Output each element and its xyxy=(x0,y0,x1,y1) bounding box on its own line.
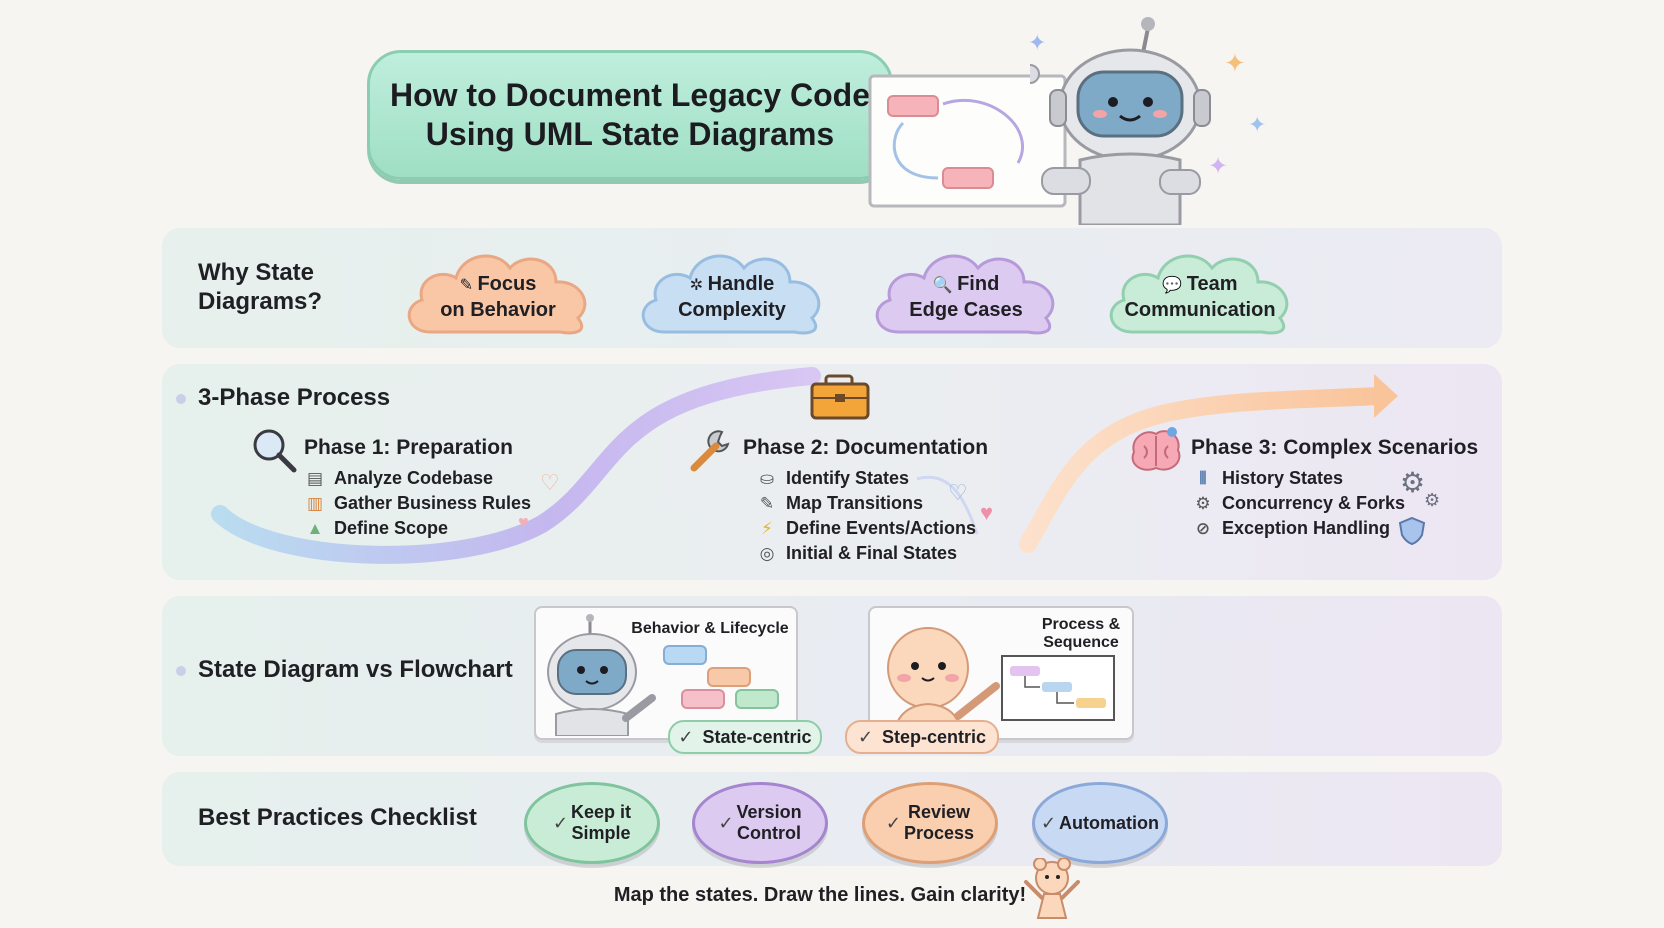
phase1-list: ▤Analyze Codebase ▥Gather Business Rules… xyxy=(304,466,532,541)
robot-mascot-icon xyxy=(1030,17,1211,225)
best-practice-badge: ✓Review Process xyxy=(862,782,998,864)
why-cloud: 🔍 Find Edge Cases xyxy=(868,240,1064,340)
check-icon: ✓ xyxy=(1040,812,1057,833)
sparkle-icon: ✦ xyxy=(1248,112,1267,137)
target-icon: ◎ xyxy=(759,543,775,563)
check-icon: ✓ xyxy=(678,726,694,747)
why-cloud: 💬 Team Communication xyxy=(1102,240,1298,340)
magnifier-icon: 🔍 xyxy=(932,277,958,294)
best-practice-badge: ✓Version Control xyxy=(692,782,828,864)
pencil-icon: ✎ xyxy=(459,277,478,294)
lightning-icon: ⚡ xyxy=(761,518,773,538)
page-title: How to Document Legacy Code Using UML St… xyxy=(389,77,871,152)
cloud-shape xyxy=(1109,254,1289,335)
heart-icon: ♥ xyxy=(980,500,994,525)
list-item: ▲Define Scope xyxy=(304,516,531,541)
bullet-dot xyxy=(176,394,186,404)
list-item: ▤Analyze Codebase xyxy=(304,466,531,491)
cloud-shape xyxy=(641,254,821,335)
cloud-label: Team Communication xyxy=(1124,273,1276,321)
heart-icon: ♡ xyxy=(540,470,560,495)
best-practice-label: Keep it Simple xyxy=(571,802,632,843)
gear-icon: ⚙ xyxy=(1424,490,1441,510)
footer-tagline: Map the states. Draw the lines. Gain cla… xyxy=(613,884,1027,906)
network-icon: ✲ xyxy=(689,277,708,294)
phase1-title: Phase 1: Preparation xyxy=(304,436,513,459)
whiteboard-illustration xyxy=(868,74,1067,208)
best-practice-label: Automation xyxy=(1059,812,1160,833)
state-icon: ⛀ xyxy=(759,468,775,488)
list-item: ▥Gather Business Rules xyxy=(304,491,531,516)
gear-icon: ⚙ xyxy=(1400,467,1426,498)
list-item: ⫴History States xyxy=(1192,466,1405,491)
phase3-list: ⫴History States ⚙Concurrency & Forks ⊘Ex… xyxy=(1192,466,1405,541)
list-item: ◎Initial & Final States xyxy=(756,541,976,566)
brain-icon xyxy=(1131,427,1181,471)
process-label: 3-Phase Process xyxy=(198,384,391,411)
phase2-list: ⛀Identify States ✎Map Transitions ⚡Defin… xyxy=(756,466,976,566)
why-section xyxy=(162,228,1502,348)
title-banner: How to Document Legacy Code Using UML St… xyxy=(367,50,893,180)
check-icon: ✓ xyxy=(718,812,734,833)
why-cloud: ✲ Handle Complexity xyxy=(634,240,830,340)
list-item: ⚡Define Events/Actions xyxy=(756,516,976,541)
list-item: ⛀Identify States xyxy=(756,466,976,491)
best-practice-badge: ✓Keep it Simple xyxy=(524,782,660,864)
best-practices-section xyxy=(162,772,1502,866)
history-icon: ⫴ xyxy=(1199,468,1207,488)
mountain-icon: ▲ xyxy=(306,518,324,538)
list-item: ⚙Concurrency & Forks xyxy=(1192,491,1405,516)
phase3-title: Phase 3: Complex Scenarios xyxy=(1191,436,1479,459)
state-centric-pill: ✓ State-centric xyxy=(668,720,822,754)
cloud-label: Handle Complexity xyxy=(678,273,786,321)
phase2-title: Phase 2: Documentation xyxy=(743,436,989,459)
prohibited-icon: ⊘ xyxy=(1195,518,1211,538)
check-icon: ✓ xyxy=(885,812,902,833)
why-cloud: ✎ Focus on Behavior xyxy=(400,240,596,340)
cloud-label: Find Edge Cases xyxy=(909,273,1023,321)
sparkle-icon: ✦ xyxy=(1224,48,1246,78)
cloud-label: Focus on Behavior xyxy=(440,273,556,321)
magnifier-icon xyxy=(253,429,297,473)
state-card-title: Behavior & Lifecycle xyxy=(631,620,789,637)
best-practices-label: Best Practices Checklist xyxy=(198,804,477,831)
list-item: ✎Map Transitions xyxy=(756,491,976,516)
gear-icon: ⚙ xyxy=(1195,493,1211,513)
toolbox-icon xyxy=(810,374,870,420)
flow-card-illustration xyxy=(887,627,1115,734)
process-path-arrow xyxy=(211,367,1398,564)
bullet-dot xyxy=(176,666,186,676)
cheering-mascot-icon xyxy=(1024,858,1080,919)
sparkle-icon: ✦ xyxy=(1208,153,1229,180)
best-practice-label: Review Process xyxy=(904,802,975,843)
why-label: Why State Diagrams? xyxy=(198,259,323,315)
chat-bubble-icon: 💬 xyxy=(1162,277,1187,294)
list-item: ⊘Exception Handling xyxy=(1192,516,1405,541)
compare-label: State Diagram vs Flowchart xyxy=(198,656,513,683)
best-practice-badge: ✓Automation xyxy=(1032,782,1168,864)
flow-card-title: Process & Sequence xyxy=(1041,616,1121,651)
state-card-illustration xyxy=(547,614,779,736)
cloud-shape xyxy=(875,254,1055,335)
heart-icon: ♥ xyxy=(518,512,529,532)
shield-icon xyxy=(1398,516,1426,546)
book-icon: ▥ xyxy=(306,493,324,513)
check-icon: ✓ xyxy=(552,812,569,833)
pencil-icon: ✎ xyxy=(759,493,775,513)
sparkle-icon: ✦ xyxy=(1028,30,1047,55)
wrench-icon xyxy=(690,430,730,472)
best-practice-label: Version Control xyxy=(736,802,802,843)
compare-section xyxy=(162,596,1502,756)
step-centric-pill: ✓ Step-centric xyxy=(845,720,999,754)
heart-icon: ♡ xyxy=(948,480,968,505)
cloud-shape xyxy=(407,254,587,335)
check-icon: ✓ xyxy=(857,726,874,747)
code-file-icon: ▤ xyxy=(306,468,324,488)
